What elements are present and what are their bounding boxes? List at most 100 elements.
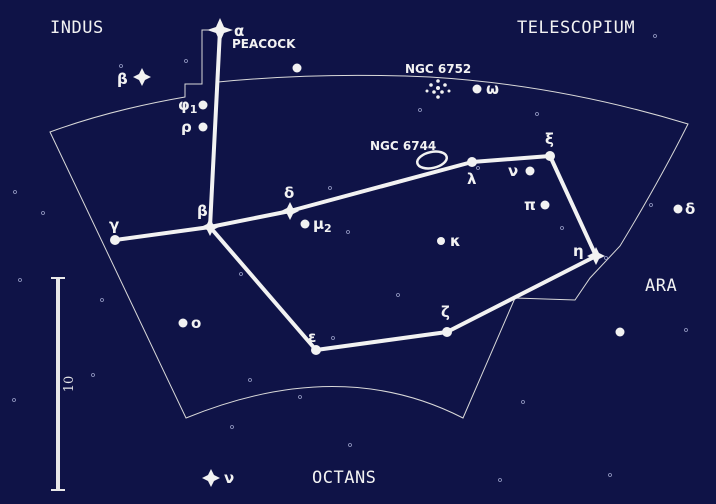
faint-star [560,226,564,230]
label-gamma: γ [109,216,119,234]
label-ngc6752: NGC 6752 [405,62,471,76]
line-lambda-xi [470,154,552,164]
label-mu-sub: 2 [324,222,332,235]
faint-star [12,398,16,402]
faint-star [476,166,480,170]
star-unlabeled [615,327,625,337]
cluster-dot [436,95,440,99]
star-alpha [207,18,233,42]
star-phi1 [198,100,208,110]
star-zeta [442,327,452,337]
faint-star [346,230,350,234]
faint-star [396,293,400,297]
star-beta-indus [133,68,151,86]
label-phi-base: φ [178,96,190,114]
star-epsilon [311,345,321,355]
label-phi-sub: 1 [190,103,198,116]
label-ara: ARA [645,276,677,296]
label-nu: ν [508,162,518,180]
faint-star [91,373,95,377]
star-mu2 [300,219,310,229]
faint-star [100,298,104,302]
label-indus: INDUS [50,18,104,38]
line-gamma-beta [113,225,212,242]
star-kappa [437,237,445,245]
star-beta [201,218,219,236]
cluster-dot [436,79,440,83]
ngc6752-cluster [425,79,451,99]
faint-star [608,473,612,477]
label-beta: β [197,202,208,220]
constellation-boundary [49,29,689,419]
cluster-dot [432,90,436,94]
faint-star [331,336,335,340]
label-lambda: λ [467,170,477,188]
star-eta [587,247,605,265]
line-alpha-beta [208,28,222,229]
star-gamma [110,235,120,245]
cluster-dot [425,89,429,93]
cluster-dot [429,83,433,87]
label-telescopium: TELESCOPIUM [517,18,635,38]
faint-star [18,278,22,282]
label-epsilon: ε [308,328,316,346]
label-delta-ara: δ [685,200,695,218]
label-beta-indus: β [117,70,128,88]
line-eta-zeta [445,254,598,334]
label-peacock: PEACOCK [232,37,296,51]
faint-star [41,211,45,215]
label-alpha: α [234,22,244,40]
faint-star [604,256,608,260]
scale-label: 10 [62,376,77,393]
label-nu-octans: ν [224,469,234,487]
label-omega: ω [486,80,499,98]
cluster-dot [436,86,440,90]
bright-stars [133,18,605,487]
faint-star [248,378,252,382]
star-nu-octans [202,469,220,487]
faint-star [418,108,422,112]
star-lambda [467,157,477,167]
faint-star [13,190,17,194]
faint-star [239,272,243,276]
faint-star [498,478,502,482]
label-eta: η [573,242,584,260]
line-epsilon-beta [208,225,318,352]
faint-star [521,400,525,404]
faint-stars [12,34,688,482]
label-xi: ξ [545,130,554,148]
line-beta-delta [208,209,292,229]
label-octans: OCTANS [312,468,376,488]
faint-star [230,425,234,429]
cluster-dot [440,90,444,94]
faint-star [684,328,688,332]
faint-star [328,186,332,190]
cluster-dot [447,89,451,93]
faint-star [298,395,302,399]
ngc6744-galaxy [415,150,449,170]
label-pi: π [524,196,536,214]
star-xi [545,151,555,161]
label-omicron: ο [191,314,201,332]
line-xi-eta [548,154,598,258]
star-pi [540,200,550,210]
faint-star [535,112,539,116]
faint-star [653,34,657,38]
faint-star [184,59,188,63]
star-omega [472,84,482,94]
faint-star [119,64,123,68]
label-kappa: κ [450,232,461,250]
star-unlabeled [292,63,302,73]
line-zeta-epsilon [314,330,449,352]
star-delta-ara [673,204,683,214]
stars [110,63,683,355]
faint-star [649,203,653,207]
label-zeta: ζ [441,303,450,321]
label-rho: ρ [181,118,192,136]
star-delta [281,202,299,220]
label-delta: δ [284,184,294,202]
star-nu [525,166,535,176]
label-phi1: φ1 [178,96,197,116]
